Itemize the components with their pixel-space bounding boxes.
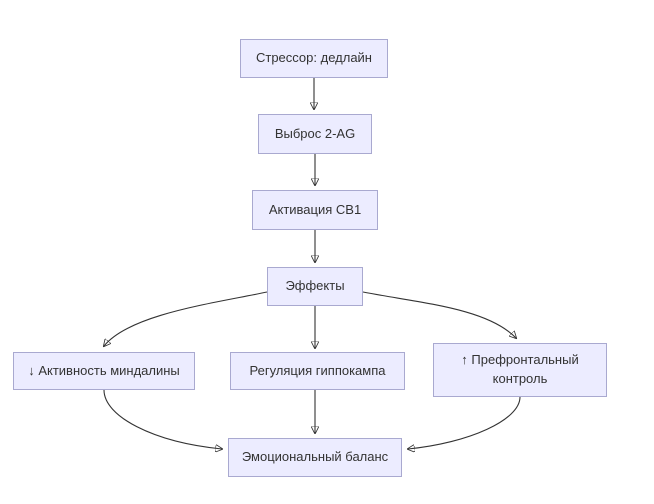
node-prefrontal: ↑ Префронтальный контроль <box>433 343 607 397</box>
node-amygdala: ↓ Активность миндалины <box>13 352 195 390</box>
edge-prefrontal-balance <box>408 396 521 449</box>
node-cb1-activation: Активация CB1 <box>252 190 378 230</box>
node-hippocampus: Регуляция гиппокампа <box>230 352 405 390</box>
node-release-2ag: Выброс 2-AG <box>258 114 372 154</box>
edge-amygdala-balance <box>103 389 222 449</box>
edge-effects-prefrontal <box>362 291 516 338</box>
node-stressor: Стрессор: дедлайн <box>240 39 388 78</box>
node-balance: Эмоциональный баланс <box>228 438 402 477</box>
node-effects: Эффекты <box>267 267 363 306</box>
edge-effects-amygdala <box>104 291 268 346</box>
